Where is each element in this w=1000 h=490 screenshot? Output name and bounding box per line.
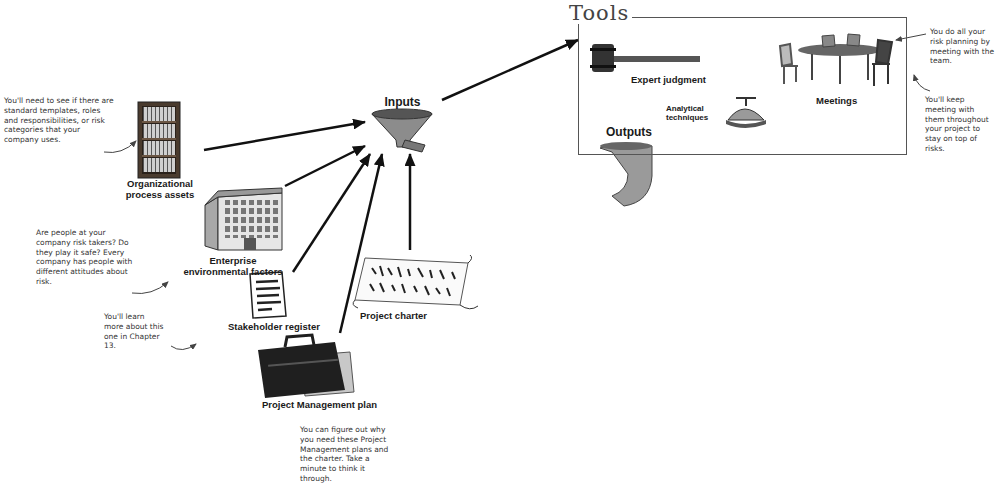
meeting-table-illustration [822, 35, 835, 47]
input-icon: Stakeholder register [226, 272, 340, 336]
cap-illustration [726, 98, 766, 128]
input-icon: Enterprise environmental factors [175, 186, 291, 280]
building-illustration [222, 200, 278, 238]
gavel-illustration [590, 48, 616, 51]
funnel-illustration [402, 140, 425, 152]
inputs-funnel: Inputs [365, 94, 442, 154]
tool-item: Expert judgment [591, 40, 711, 88]
bookshelf-illustration [143, 124, 175, 138]
meeting-table-illustration [780, 34, 892, 86]
pipe-illustration [600, 143, 652, 206]
leader-arrow [914, 75, 930, 91]
node-caption: Analytical techniques [666, 104, 724, 122]
gavel-illustration [590, 65, 616, 68]
leader-arrow [104, 34, 930, 350]
input-icon: Organizational process assets [118, 100, 204, 204]
meeting-table-illustration [780, 44, 798, 84]
flow-arrow [409, 154, 412, 250]
node-caption: Project charter [360, 311, 427, 322]
node-caption: Stakeholder register [228, 322, 320, 333]
pipe-illustration [600, 142, 652, 206]
meeting-table-illustration [812, 54, 868, 84]
handwritten-note: You can figure out why you need these Pr… [300, 425, 396, 484]
node-caption: Outputs [606, 126, 652, 140]
leader-arrow [132, 282, 168, 294]
bookshelf-illustration [142, 138, 176, 140]
flow-arrow [204, 122, 365, 150]
document-illustration [256, 281, 281, 310]
briefcase-illustration [258, 335, 354, 398]
node-caption: Inputs [365, 96, 440, 110]
funnel-illustration [372, 109, 432, 119]
note-holder: You'll keep meeting with them throughout… [925, 95, 995, 154]
building-illustration [244, 238, 256, 250]
bookshelf-illustration [143, 107, 175, 121]
node-caption: Meetings [816, 96, 857, 107]
tool-item: Analytical techniques [664, 98, 769, 153]
outputs-item: Outputs [594, 124, 669, 154]
note-holder: You can figure out why you need these Pr… [300, 425, 396, 484]
leader-arrow [171, 344, 196, 350]
gavel-illustration [612, 56, 700, 62]
briefcase-illustration [268, 359, 338, 367]
bookshelf-illustration [142, 106, 176, 174]
leader-arrow [104, 141, 136, 153]
document-illustration [250, 272, 286, 318]
meeting-table-illustration [872, 40, 892, 86]
input-icon: Project Management plan [255, 333, 395, 413]
pipe-illustration [600, 142, 652, 150]
handwritten-note: You do all your risk planning by meeting… [930, 27, 996, 66]
funnel-illustration [372, 109, 432, 152]
cap-illustration [726, 120, 766, 128]
handwritten-note: You'll keep meeting with them throughout… [925, 95, 995, 154]
briefcase-illustration [285, 335, 314, 347]
bookshelf-illustration [142, 155, 176, 157]
gavel-illustration [590, 44, 700, 72]
node-caption: Expert judgment [631, 75, 706, 86]
scroll-illustration [355, 258, 468, 305]
bookshelf-illustration [138, 102, 180, 178]
building-illustration [218, 193, 282, 250]
bookshelf-illustration [142, 121, 176, 123]
building-illustration [205, 197, 218, 250]
handwritten-note: You'll learn more about this one in Chap… [104, 312, 166, 351]
node-caption: Project Management plan [262, 400, 377, 411]
bookshelf-illustration [143, 141, 175, 155]
note-holder: You do all your risk planning by meeting… [930, 27, 996, 66]
bookshelf-illustration [143, 158, 175, 172]
flow-arrow [340, 154, 382, 333]
cap-illustration [728, 109, 764, 120]
note-holder: You'll need to see if there are standard… [4, 96, 116, 145]
note-holder: You'll learn more about this one in Chap… [104, 312, 166, 351]
note-holder: Are people at your company risk takers? … [36, 228, 140, 287]
scroll-illustration [370, 266, 455, 296]
meeting-table-illustration [847, 34, 860, 46]
handwritten-note: Are people at your company risk takers? … [36, 228, 140, 287]
building-illustration [205, 188, 282, 250]
leader-arrow [896, 34, 926, 40]
cap-illustration [736, 98, 756, 106]
flow-arrow [442, 40, 578, 100]
tool-item: Meetings [774, 32, 899, 109]
node-caption: Organizational process assets [118, 179, 202, 201]
meeting-table-illustration [798, 44, 882, 56]
tools-box: ToolsExpert judgmentMeetingsAnalytical t… [578, 17, 907, 155]
bookshelf-illustration [138, 102, 180, 178]
scroll-illustration [353, 255, 478, 309]
input-icon: Project charter [350, 250, 472, 324]
document-illustration [250, 272, 286, 318]
briefcase-illustration [258, 342, 345, 398]
scroll-illustration [353, 255, 478, 309]
box-title: Tools [566, 3, 632, 24]
handwritten-note: You'll need to see if there are standard… [4, 96, 116, 145]
node-caption: Enterprise environmental factors [177, 256, 289, 278]
